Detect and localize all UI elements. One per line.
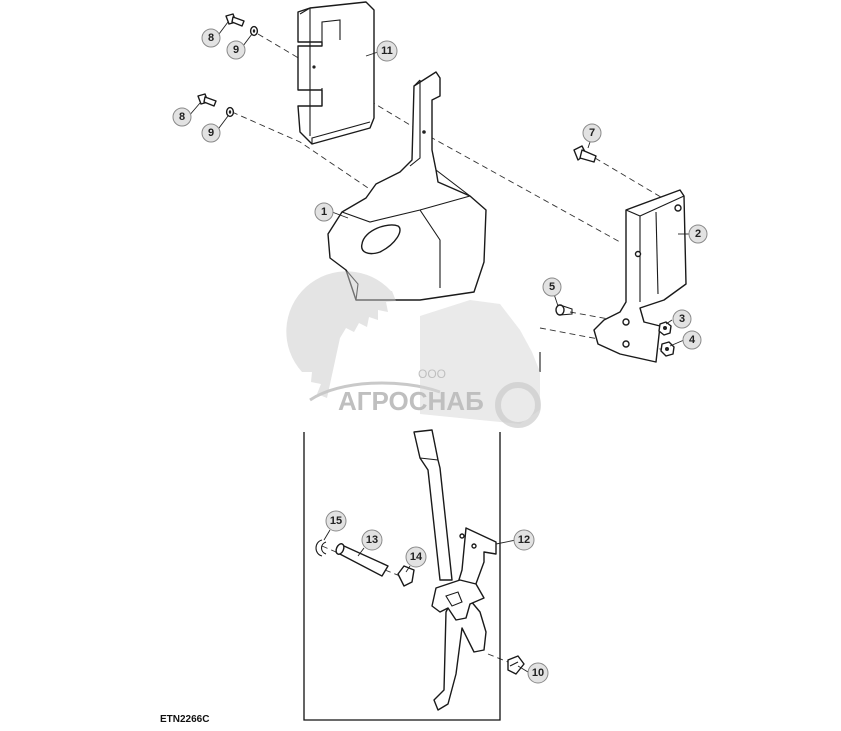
callout-8-bottom: 8: [172, 107, 192, 127]
callout-circle: [361, 529, 383, 551]
callout-number: 15: [330, 515, 342, 527]
callout-circle: [201, 123, 221, 143]
callout-circle: [314, 202, 334, 222]
hardware-pin-5: [555, 304, 573, 316]
callout-14: 14: [405, 546, 427, 568]
callout-circle: [405, 546, 427, 568]
callout-7: 7: [582, 123, 602, 143]
hardware-washer-9-top: [249, 25, 259, 37]
callout-number: 13: [366, 534, 378, 546]
callout-number: 9: [208, 127, 214, 139]
hardware-bolt-8-top: [225, 13, 245, 27]
callouts: 1 2 3 4 5 7 8 9 8 9 10 11 12 13 14 15: [172, 28, 708, 684]
part-bushing-14: [397, 565, 415, 587]
callout-5: 5: [542, 277, 562, 297]
tractor-icon: [420, 300, 540, 424]
callout-circle: [542, 277, 562, 297]
part-clip-10: [507, 655, 525, 675]
callout-circle: [376, 40, 398, 62]
detail-frame: [303, 352, 541, 721]
part-clip-15: [315, 539, 327, 557]
callout-2: 2: [688, 224, 708, 244]
callout-3: 3: [672, 309, 692, 329]
callout-number: 9: [233, 44, 239, 56]
callout-15: 15: [325, 510, 347, 532]
callout-number: 10: [532, 667, 544, 679]
hardware-bolt-7: [573, 145, 597, 163]
watermark-logo: ООО АГРОСНАБ: [286, 271, 541, 428]
callout-9-bottom: 9: [201, 123, 221, 143]
hardware-bolt-8-bottom: [197, 93, 217, 107]
callout-circle: [325, 510, 347, 532]
callout-number: 12: [518, 534, 530, 546]
callout-number: 8: [179, 111, 185, 123]
callout-number: 7: [589, 127, 595, 139]
callout-11: 11: [376, 40, 398, 62]
part-lever-12: [413, 429, 497, 711]
callout-12: 12: [513, 529, 535, 551]
callout-1: 1: [314, 202, 334, 222]
callout-10: 10: [527, 662, 549, 684]
callout-13: 13: [361, 529, 383, 551]
hardware-washer-9-bottom: [225, 106, 235, 118]
callout-number: 1: [321, 206, 327, 218]
callout-circle: [582, 123, 602, 143]
callout-circle: [226, 40, 246, 60]
callout-number: 14: [410, 551, 423, 563]
callout-circle: [688, 224, 708, 244]
callout-4: 4: [682, 330, 702, 350]
watermark-company-name: АГРОСНАБ: [338, 386, 484, 416]
part-bracket-2: [593, 189, 687, 363]
callout-circle: [172, 107, 192, 127]
callout-number: 8: [208, 32, 214, 44]
hardware-nut-3: [658, 321, 672, 336]
callout-number: 5: [549, 281, 555, 293]
callout-8-top: 8: [201, 28, 221, 48]
callout-circle: [672, 309, 692, 329]
callout-circle: [201, 28, 221, 48]
callout-number: 2: [695, 228, 701, 240]
callout-number: 11: [381, 45, 393, 57]
part-housing-1: [327, 71, 487, 301]
callout-circle: [513, 529, 535, 551]
callout-circle: [682, 330, 702, 350]
diagram-code: ETN2266C: [160, 714, 209, 725]
callout-number: 4: [689, 334, 696, 346]
part-pin-13: [335, 543, 389, 577]
callout-circle: [527, 662, 549, 684]
hardware-nut-4: [660, 341, 675, 357]
gear-icon: [286, 271, 396, 398]
callout-number: 3: [679, 313, 685, 325]
part-cover-11: [297, 1, 375, 145]
callout-9-top: 9: [226, 40, 246, 60]
watermark-company-prefix: ООО: [418, 367, 446, 381]
